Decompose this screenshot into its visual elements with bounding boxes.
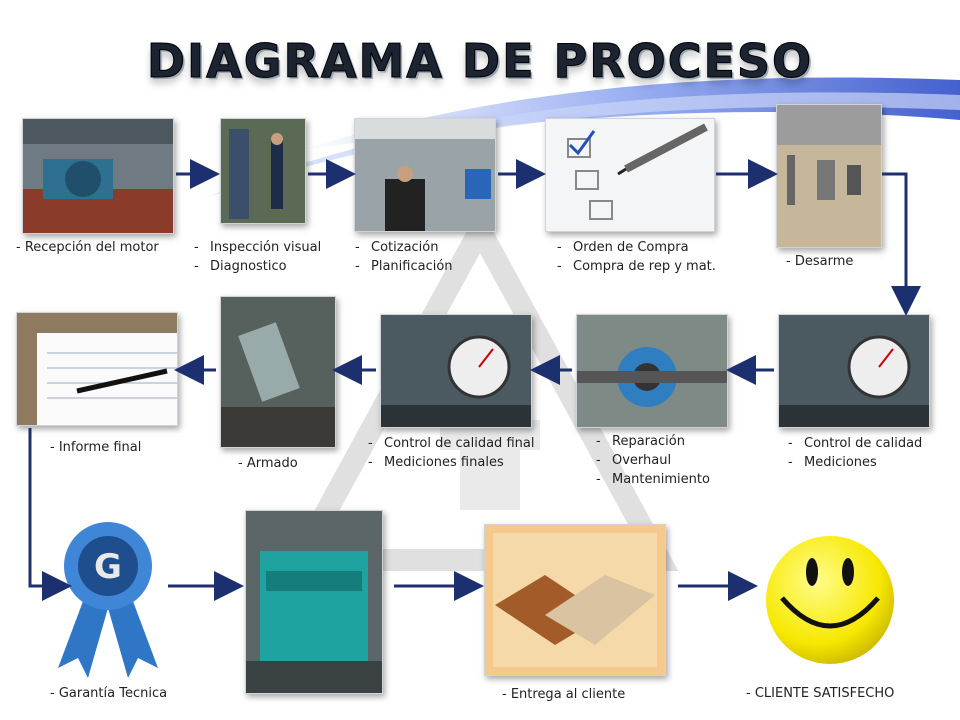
recepcion-photo: [22, 118, 174, 234]
control-final-label: Control de calidad final Mediciones fina…: [368, 434, 534, 472]
cotizacion-line: Cotización: [355, 238, 453, 257]
cotizacion-photo: [354, 118, 496, 232]
garantia-ribbon-icon: G: [58, 522, 158, 678]
orden-photo: [545, 118, 715, 232]
garantia-label: Garantía Tecnica: [50, 684, 167, 703]
mantenimiento-line: Mantenimiento: [596, 470, 710, 489]
diagnostico-line: Diagnostico: [194, 257, 321, 276]
desarme-photo: [776, 104, 882, 248]
control-final-line: Control de calidad final: [368, 434, 534, 453]
orden-compra-line: Orden de Compra: [557, 238, 716, 257]
orden-label: Orden de Compra Compra de rep y mat.: [557, 238, 716, 276]
reparacion-photo: [576, 314, 728, 428]
cliente-label: CLIENTE SATISFECHO: [746, 684, 895, 703]
entrega-label: Entrega al cliente: [502, 685, 625, 704]
control-label: Control de calidad Mediciones: [788, 434, 922, 472]
cotizacion-label: Cotización Planificación: [355, 238, 453, 276]
mediciones-line: Mediciones: [788, 453, 922, 472]
inspeccion-line: Inspección visual: [194, 238, 321, 257]
entrega-photo: [484, 524, 666, 676]
control-final-photo: [380, 314, 532, 428]
informe-photo: [16, 312, 178, 426]
reparacion-label: Reparación Overhaul Mantenimiento: [596, 432, 710, 489]
reparacion-line: Reparación: [596, 432, 710, 451]
planificacion-line: Planificación: [355, 257, 453, 276]
inspeccion-photo: [220, 118, 306, 224]
diagram-title: DIAGRAMA DE PROCESO: [146, 34, 814, 89]
armado-photo: [220, 296, 336, 448]
control-photo: [778, 314, 930, 428]
overhaul-line: Overhaul: [596, 451, 710, 470]
informe-label: Informe final: [50, 438, 142, 457]
control-line: Control de calidad: [788, 434, 922, 453]
mediciones-finales-line: Mediciones finales: [368, 453, 534, 472]
desarme-label: Desarme: [786, 252, 854, 271]
inspeccion-label: Inspección visual Diagnostico: [194, 238, 321, 276]
badge-letter: G: [94, 547, 122, 587]
recepcion-label: Recepción del motor: [16, 238, 159, 257]
armado-label: Armado: [238, 454, 298, 473]
compra-rep-line: Compra de rep y mat.: [557, 257, 716, 276]
motor-photo: [245, 510, 383, 694]
smiley-face-icon: [766, 536, 894, 664]
